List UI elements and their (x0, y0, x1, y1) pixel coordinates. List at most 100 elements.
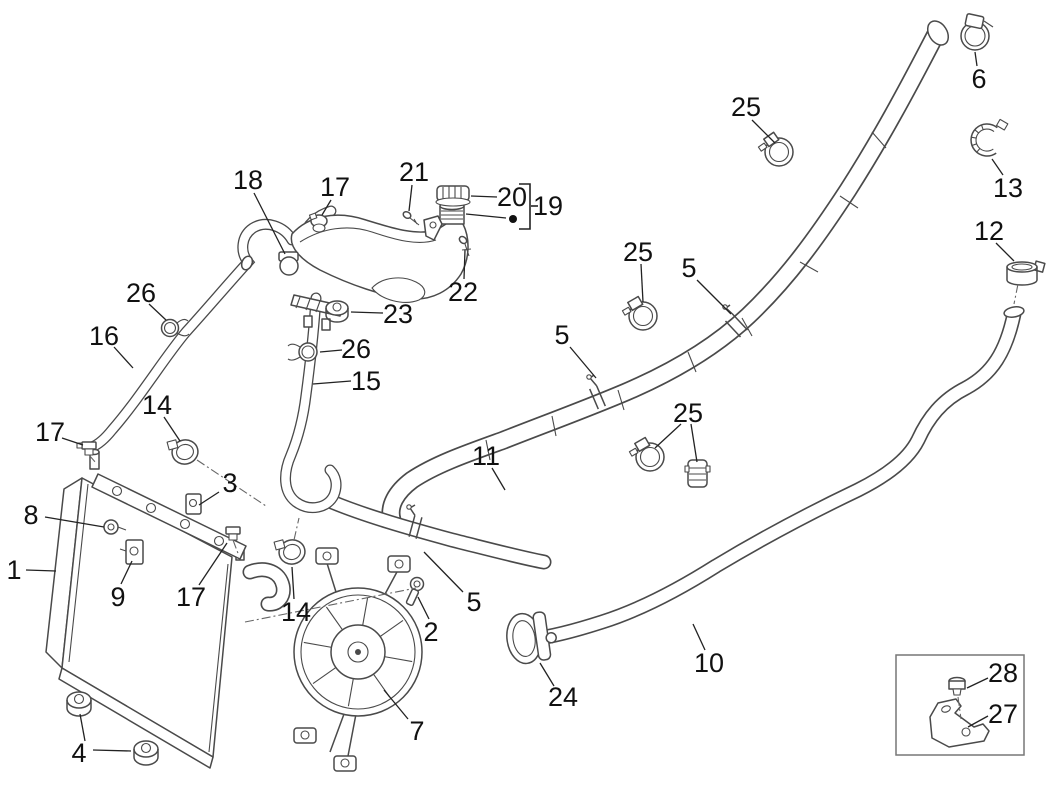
labels-layer: 1234555678910111213141415161717171819202… (6, 51, 1023, 768)
band-clamp-14-left (166, 439, 199, 465)
t-bolt-clamp-25-mid (621, 295, 658, 331)
cooling-fan (293, 547, 423, 772)
part-label-6[interactable]: 6 (971, 64, 986, 94)
part-label-20[interactable]: 20 (497, 182, 527, 212)
t-bolt-clamp-25-low (628, 436, 665, 472)
leader-line (408, 184, 413, 212)
part-label-2[interactable]: 2 (423, 617, 438, 647)
part-label-7[interactable]: 7 (409, 716, 424, 746)
leader-line (198, 542, 228, 586)
part-label-25[interactable]: 25 (623, 237, 653, 267)
rubber-mount-4a (66, 691, 92, 717)
filler-cap-20 (435, 185, 471, 207)
part-label-17[interactable]: 17 (176, 582, 206, 612)
part-label-18[interactable]: 18 (233, 165, 263, 195)
leader-line (291, 566, 295, 600)
radiator (45, 448, 291, 769)
part-label-22[interactable]: 22 (448, 277, 478, 307)
leader-line (163, 416, 181, 442)
leader-line (995, 242, 1015, 262)
inset-box (895, 654, 1025, 756)
part-label-11[interactable]: 11 (472, 441, 500, 471)
clamp-12 (1006, 260, 1046, 286)
band-clamp-14-mid (273, 539, 306, 565)
part-label-8[interactable]: 8 (23, 500, 38, 530)
part-label-15[interactable]: 15 (351, 366, 381, 396)
leader-line (654, 423, 682, 449)
leader-line (198, 491, 220, 506)
part-label-17[interactable]: 17 (35, 417, 65, 447)
leader-line (966, 677, 989, 689)
worm-clamp-6 (960, 13, 994, 51)
part-label-26[interactable]: 26 (126, 278, 156, 308)
reference-dot (509, 215, 517, 223)
part-label-5[interactable]: 5 (466, 587, 481, 617)
leader-line (61, 437, 84, 446)
assembly-axes (88, 283, 1019, 720)
part-label-13[interactable]: 13 (993, 173, 1023, 203)
upper-radiator-hose (381, 20, 950, 530)
part-label-17[interactable]: 17 (320, 172, 350, 202)
leader-line (350, 311, 384, 314)
part-label-14[interactable]: 14 (281, 597, 311, 627)
part-label-9[interactable]: 9 (110, 582, 125, 612)
inset (895, 654, 1025, 756)
screw-22 (458, 235, 472, 257)
leader-line (383, 689, 409, 720)
part-label-12[interactable]: 12 (974, 216, 1004, 246)
leader-line (640, 263, 644, 303)
leader-line (967, 715, 989, 728)
part-label-28[interactable]: 28 (988, 658, 1018, 688)
part-label-10[interactable]: 10 (694, 648, 724, 678)
part-label-5[interactable]: 5 (554, 320, 569, 350)
hose-segment-ticks (485, 131, 887, 461)
leader-line (417, 596, 430, 620)
leader-line (491, 467, 506, 491)
fitting-17-mid (225, 526, 241, 541)
leader-line (692, 623, 706, 651)
expansion-tank (278, 185, 472, 331)
leader-line (312, 380, 352, 385)
open-band-clamp-13 (970, 118, 1009, 157)
clamp-17-tank (308, 212, 328, 233)
part-label-23[interactable]: 23 (383, 299, 413, 329)
leader-line (463, 249, 466, 280)
leader-line (25, 569, 57, 572)
part-label-25[interactable]: 25 (731, 92, 761, 122)
thermostat-24 (506, 611, 557, 665)
plug-18 (278, 251, 299, 276)
bolt-2 (405, 576, 425, 607)
part-label-24[interactable]: 24 (548, 682, 578, 712)
overflow-hose (86, 219, 298, 453)
hose-clamp-5-fan (406, 504, 423, 539)
part-label-4[interactable]: 4 (71, 738, 86, 768)
grommet-23 (325, 300, 349, 323)
tank-outlet-hose (280, 292, 342, 514)
bolt-8 (103, 519, 127, 535)
part-label-14[interactable]: 14 (142, 390, 172, 420)
part-label-16[interactable]: 16 (89, 321, 119, 351)
leader-line (690, 423, 698, 463)
bolt-28 (948, 676, 966, 696)
clip-25 (684, 459, 711, 488)
callout-19-bracket (465, 183, 538, 230)
leader-line (44, 516, 105, 528)
screw-21 (402, 210, 420, 226)
part-label-26[interactable]: 26 (341, 334, 371, 364)
part-label-3[interactable]: 3 (222, 468, 237, 498)
part-label-5[interactable]: 5 (681, 253, 696, 283)
fitting-17-left (76, 441, 97, 456)
part-label-25[interactable]: 25 (673, 398, 703, 428)
part-label-27[interactable]: 27 (988, 699, 1018, 729)
part-label-19[interactable]: 19 (533, 191, 563, 221)
leader-line (751, 119, 776, 144)
bracket-27 (929, 698, 990, 748)
part-label-1[interactable]: 1 (6, 555, 21, 585)
leader-line (113, 346, 134, 369)
part-label-21[interactable]: 21 (399, 157, 429, 187)
spring-clamp-26-left (160, 318, 190, 338)
leader-line (470, 195, 498, 198)
fan-branch-hose (324, 494, 552, 570)
bracket-19 (519, 183, 531, 230)
